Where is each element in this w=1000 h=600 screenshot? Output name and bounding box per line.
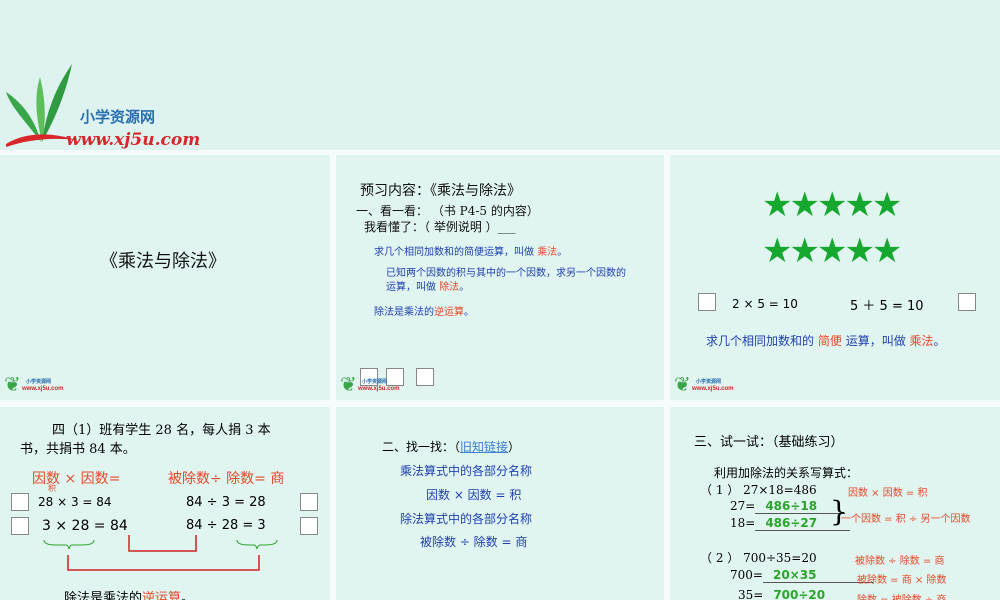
equation: 84 ÷ 3 = 28 xyxy=(186,495,266,510)
checkbox[interactable] xyxy=(958,293,976,311)
slide-4[interactable]: 四（1）班有学生 28 名，每人捐 3 本 书，共捐书 84 本。 因数 × 因… xyxy=(0,407,330,600)
answer-row: 18=486÷27 xyxy=(730,516,851,531)
slide-title: 《乘法与除法》 xyxy=(100,251,226,272)
intro: 利用加除法的关系写算式： xyxy=(714,466,859,480)
def-inverse: 除法是乘法的逆运算。 xyxy=(374,307,474,318)
checkbox[interactable] xyxy=(386,368,404,386)
question-1: （ 1 ） 27×18=486 xyxy=(700,483,817,497)
slide-3[interactable]: ★★★★★ ★★★★★ 2 × 5 = 10 5 ＋ 5 = 10 求几个相同加… xyxy=(670,155,1000,400)
answer-row: 27=486÷18 xyxy=(730,499,846,514)
conclusion: 除法是乘法的逆运算。 xyxy=(64,591,195,600)
definition: 求几个相同加数和的 简便 运算，叫做 乘法。 xyxy=(706,334,946,348)
answer-row: 700=20×35 xyxy=(730,568,873,583)
equation-add: 5 ＋ 5 = 10 xyxy=(850,299,924,314)
equation: 84 ÷ 28 = 3 xyxy=(186,518,266,533)
equation: 28 × 3 = 84 xyxy=(38,495,112,509)
relation-arrows xyxy=(43,535,278,571)
checkbox[interactable] xyxy=(11,493,29,511)
checkbox[interactable] xyxy=(698,293,716,311)
old-knowledge-link[interactable]: 旧知链接 xyxy=(460,440,509,454)
div-formula: 被除数 ÷ 除数 = 商 xyxy=(420,535,528,549)
checkbox[interactable] xyxy=(360,368,378,386)
rule: 除数 = 被除数 ÷ 商 xyxy=(857,591,946,600)
logo-leaves-icon xyxy=(6,64,76,147)
banner: 小学资源网 www.xj5u.com xyxy=(0,0,1000,150)
look-line: 一、看一看： （书 P4-5 的内容） xyxy=(356,204,539,218)
def-multiplication: 求几个相同加数和的简便运算，叫做 乘法。 xyxy=(374,247,568,258)
mul-formula: 因数 × 因数 = 积 xyxy=(426,488,522,502)
rule: 因数 × 因数 = 积 xyxy=(848,488,928,499)
mul-parts-label: 因数 × 因数= xyxy=(32,471,121,487)
checkbox[interactable] xyxy=(416,368,434,386)
slide-2[interactable]: 预习内容：《乘法与除法》 一、看一看： （书 P4-5 的内容） 我看懂了：（ … xyxy=(336,155,664,400)
div-parts-label: 被除数÷ 除数= 商 xyxy=(168,471,285,487)
checkbox[interactable] xyxy=(11,517,29,535)
equation: 3 × 28 = 84 xyxy=(42,518,128,534)
question-2: （ 2 ） 700÷35=20 xyxy=(700,551,817,565)
logo-url: www.xj5u.com xyxy=(66,130,201,150)
logo-name: 小学资源网 xyxy=(80,108,156,126)
answer-row: 35=700÷20 xyxy=(738,588,826,600)
slide-5[interactable]: 二、找一找：（旧知链接） 乘法算式中的各部分名称 因数 × 因数 = 积 除法算… xyxy=(336,407,664,600)
mul-parts-title: 乘法算式中的各部分名称 xyxy=(400,464,533,478)
heading: 二、找一找：（旧知链接） xyxy=(382,440,521,454)
rule: 被除数 = 商 × 除数 xyxy=(857,575,947,586)
star-row-icon: ★★★★★ xyxy=(762,185,902,225)
slide-6[interactable]: 三、试一试：（基础练习） 利用加除法的关系写算式： （ 1 ） 27×18=48… xyxy=(670,407,1000,600)
heading: 三、试一试：（基础练习） xyxy=(694,435,844,450)
def-division: 已知两个因数的积与其中的一个因数，求另一个因数的运算，叫做 除法。 xyxy=(386,268,626,293)
problem-line2: 书，共捐书 84 本。 xyxy=(20,442,136,457)
equation-multiply: 2 × 5 = 10 xyxy=(732,297,798,311)
rule: 被除数 ÷ 除数 = 商 xyxy=(855,556,945,567)
heading: 预习内容：《乘法与除法》 xyxy=(360,183,521,199)
brace: } xyxy=(830,495,848,528)
checkbox[interactable] xyxy=(300,493,318,511)
rule: 一个因数 = 积 ÷ 另一个因数 xyxy=(841,514,971,525)
understand-line: 我看懂了：（ 举例说明 ）___ xyxy=(364,220,516,234)
product-label: 积 xyxy=(48,484,56,493)
checkbox[interactable] xyxy=(300,517,318,535)
problem-line1: 四（1）班有学生 28 名，每人捐 3 本 xyxy=(52,423,271,438)
star-row-icon: ★★★★★ xyxy=(762,231,902,271)
div-parts-title: 除法算式中的各部分名称 xyxy=(400,512,533,526)
